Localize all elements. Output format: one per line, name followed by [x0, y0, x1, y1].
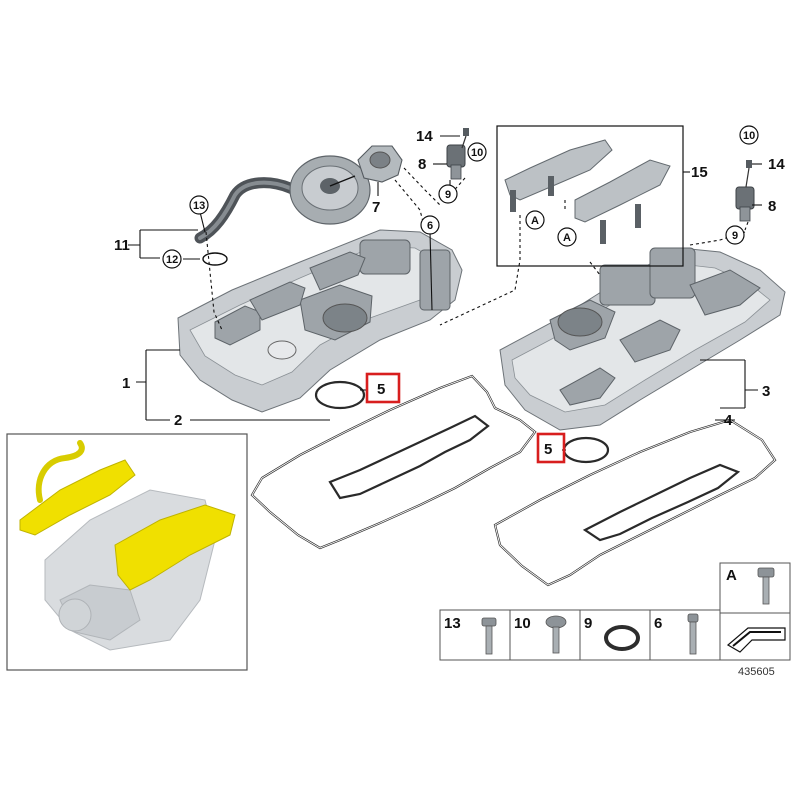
callout-5-right: 5	[544, 441, 552, 458]
legend-label-13: 13	[444, 615, 461, 632]
callout-10-right: 10	[743, 130, 755, 142]
legend-label-a: A	[726, 567, 737, 584]
bracket-box	[496, 125, 684, 267]
callout-3: 3	[762, 383, 770, 400]
callout-7: 7	[372, 199, 380, 216]
callout-5-left: 5	[377, 381, 385, 398]
callout-2: 2	[174, 412, 182, 429]
callout-ref-a-2: A	[563, 232, 571, 244]
highlight-box-5-left	[365, 372, 401, 404]
oil-separator	[289, 155, 371, 225]
callout-12: 12	[166, 254, 178, 266]
callout-9-right: 9	[732, 230, 738, 242]
camshaft-sensor-right	[735, 160, 755, 222]
callout-circle-6	[420, 215, 440, 235]
callout-9-left: 9	[445, 189, 451, 201]
callout-6: 6	[427, 220, 433, 232]
callout-ref-a-1: A	[531, 215, 539, 227]
legend-cell-6	[649, 609, 721, 661]
legend-label-10: 10	[514, 615, 531, 632]
callout-circle-12	[162, 249, 182, 269]
legend-label-6: 6	[654, 615, 662, 632]
legend-cell-a	[719, 562, 791, 614]
callout-circle-a-1	[525, 210, 545, 230]
bolt-a-icon	[757, 567, 775, 605]
callout-15: 15	[691, 164, 708, 181]
callout-circle-9-right	[725, 225, 745, 245]
callout-14-left: 14	[416, 128, 433, 145]
o-ring-9-icon	[604, 625, 640, 651]
callout-4: 4	[724, 412, 733, 429]
left-valve-cover	[177, 229, 463, 413]
bolt-6-icon	[687, 613, 699, 655]
engine-overview-thumbnail	[6, 433, 248, 671]
callout-8-left: 8	[418, 156, 426, 173]
right-spark-plug-seal	[562, 436, 610, 464]
part-number: 435605	[738, 666, 775, 678]
screw-10-icon	[545, 615, 567, 654]
callout-1: 1	[122, 375, 130, 392]
callout-circle-a-2	[557, 227, 577, 247]
callout-14-right: 14	[768, 156, 785, 173]
left-gasket	[250, 374, 537, 550]
bolt-13-icon	[481, 617, 497, 655]
right-gasket	[493, 418, 777, 587]
legend-label-9: 9	[584, 615, 592, 632]
callout-circle-10-left	[467, 142, 487, 162]
callout-11: 11	[114, 237, 130, 254]
camshaft-sensor-left	[446, 128, 469, 180]
left-spark-plug-seal	[314, 380, 366, 410]
hardware-legend: 13 10 9 6 A	[439, 562, 791, 678]
callout-circle-10-right	[739, 125, 759, 145]
callout-13: 13	[193, 200, 205, 212]
callout-circle-9-left	[438, 184, 458, 204]
callout-circle-13	[189, 195, 209, 215]
oil-filler-cap	[357, 145, 403, 183]
right-valve-cover	[499, 247, 786, 431]
direction-arrow-icon	[726, 627, 786, 653]
leader-lines	[128, 135, 762, 451]
legend-cell-10	[509, 609, 581, 661]
callout-8-right: 8	[768, 198, 776, 215]
callout-10-left: 10	[471, 147, 483, 159]
highlight-box-5-right	[536, 432, 566, 464]
callouts: 11 1 2 3 4 7 14 8 14 8 15 13 12 6 10 9 1…	[114, 125, 785, 464]
